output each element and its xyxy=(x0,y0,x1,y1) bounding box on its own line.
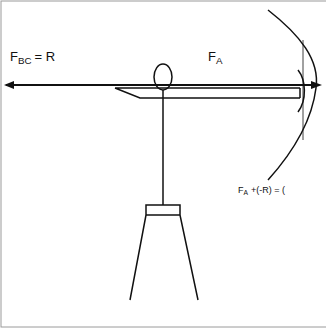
force-label: FA xyxy=(208,50,225,66)
body xyxy=(162,90,164,205)
label-text: = R xyxy=(35,49,56,64)
force-arrow-right xyxy=(163,84,314,86)
label-text: F xyxy=(238,185,244,195)
bow-grip xyxy=(298,70,304,112)
label-text: +(-R) = ( xyxy=(251,185,285,195)
force-label: FBC= R xyxy=(10,50,55,66)
subscript: A xyxy=(244,189,249,196)
head xyxy=(154,64,172,90)
legs xyxy=(130,205,198,300)
force-label: FA+(-R) = ( xyxy=(238,186,285,197)
arms xyxy=(115,88,300,98)
subscript: BC xyxy=(18,55,32,66)
label-text: F xyxy=(10,49,18,64)
label-text: F xyxy=(208,49,216,64)
subscript: A xyxy=(216,55,223,66)
bow xyxy=(268,10,317,180)
arrowhead xyxy=(4,81,14,89)
bowstring xyxy=(303,40,304,140)
force-arrow-left xyxy=(6,84,163,86)
